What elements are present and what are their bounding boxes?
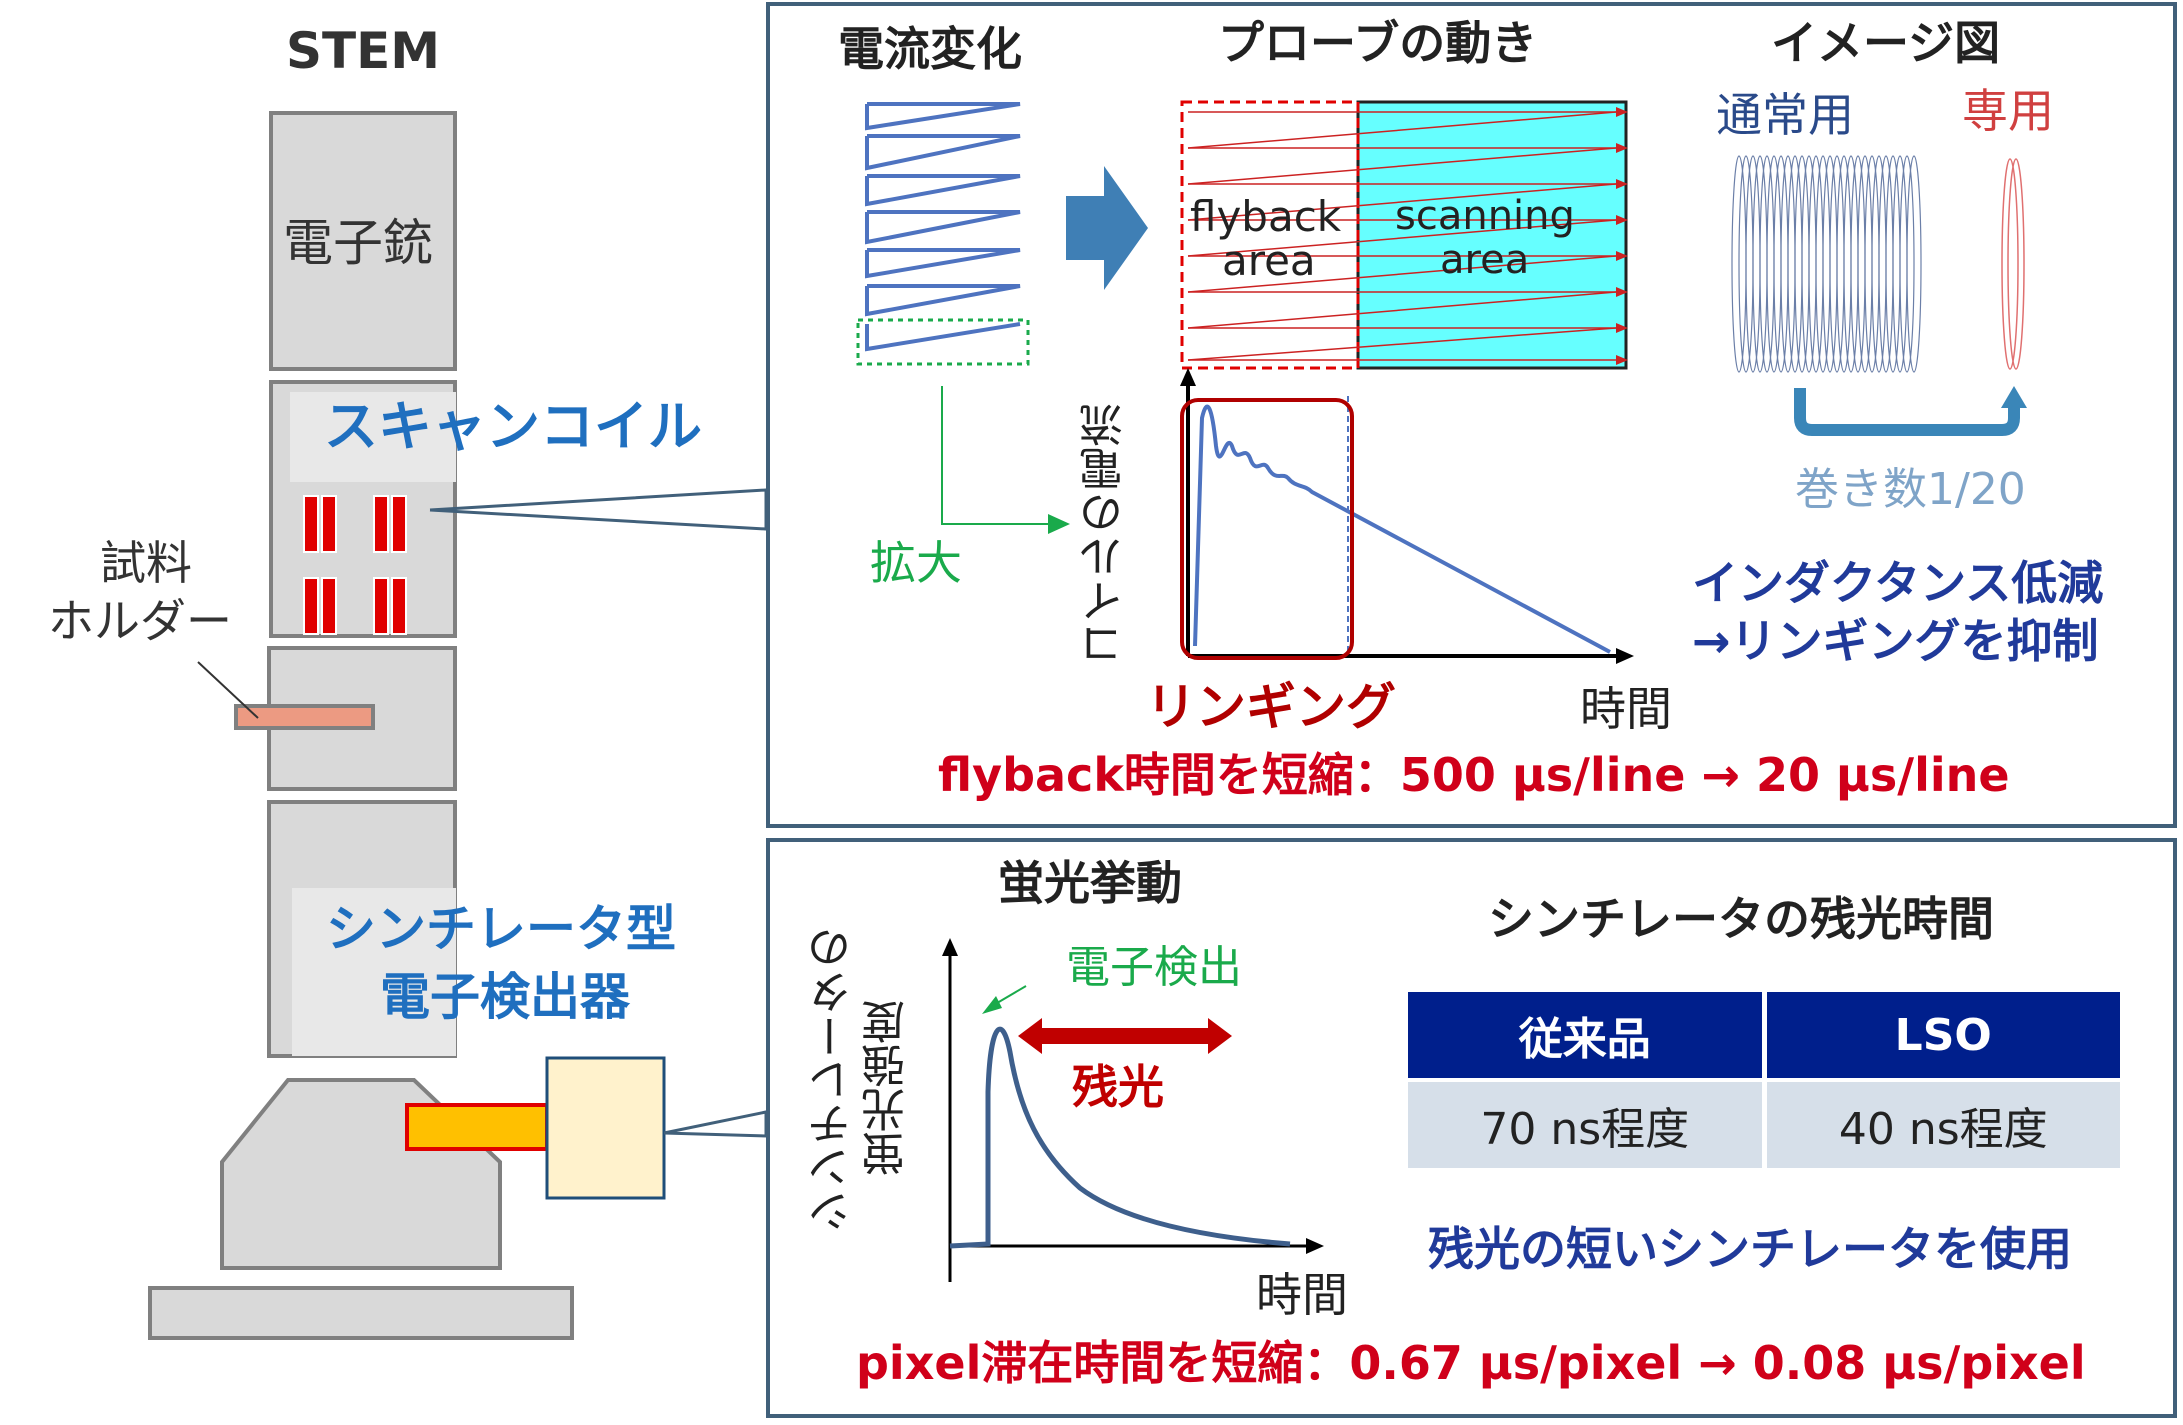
detector-label-2: 電子検出器: [380, 968, 630, 1026]
afterglow-table-title: シンチレータの残光時間: [1488, 892, 1994, 946]
electron-detect-label: 電子検出: [1066, 942, 1242, 993]
probe-motion-title: プローブの動き: [1218, 16, 1538, 70]
top-panel-graphics: [856, 100, 2027, 664]
electron-gun-label: 電子銃: [283, 214, 433, 272]
intensity-axis-label-1: シンチレータの: [808, 926, 859, 1234]
specimen-holder-label-1: 試料: [100, 536, 192, 590]
pixel-summary: pixel滞在時間を短縮：0.67 µs/pixel → 0.08 µs/pix…: [856, 1336, 2086, 1390]
bottom-time-axis-label: 時間: [1256, 1268, 1348, 1322]
turns-label: 巻き数1/20: [1795, 464, 2026, 515]
scan-coil-label-backdrop: [290, 392, 456, 482]
scan-coil-label: スキャンコイル: [324, 395, 702, 458]
ringing-label: リンギング: [1146, 678, 1396, 736]
afterglow-table-header: LSO: [1766, 992, 2120, 1078]
afterglow-table-cell: 70 ns程度: [1408, 1082, 1762, 1168]
time-axis-label: 時間: [1580, 682, 1672, 736]
scanning-area-label-2: area: [1440, 237, 1530, 283]
flyback-area-label-2: area: [1222, 236, 1316, 285]
image-title: イメージ図: [1771, 16, 2001, 70]
scanning-area-label-1: scanning: [1395, 193, 1575, 239]
electron-gun-section: [269, 111, 457, 371]
afterglow-table-header-row: 従来品 LSO: [1408, 992, 2120, 1078]
flyback-summary: flyback時間を短縮：500 µs/line → 20 µs/line: [938, 748, 2010, 802]
stem-base-graphics: [148, 488, 768, 1340]
coil-windings: [303, 495, 407, 635]
afterglow-label: 残光: [1072, 1060, 1164, 1114]
fluorescence-title: 蛍光挙動: [998, 856, 1182, 910]
inductance-note-1: インダクタンス低減: [1692, 556, 2104, 610]
afterglow-table-header: 従来品: [1408, 992, 1762, 1078]
intensity-axis-label-2: 蛍光強度: [862, 1000, 913, 1176]
detector-label-1: シンチレータ型: [326, 900, 676, 958]
afterglow-table-row: 70 ns程度 40 ns程度: [1408, 1082, 2120, 1168]
dedicated-coil-label: 専用: [1962, 84, 2054, 138]
detector-label-backdrop: [292, 888, 456, 1056]
coil-current-axis-label: コイルの電流: [1080, 403, 1131, 667]
fluorescence-graph: [942, 938, 1324, 1282]
current-change-title: 電流変化: [838, 22, 1022, 76]
inductance-note-2: →リンギングを抑制: [1692, 614, 2099, 668]
bottom-panel: [766, 838, 2177, 1418]
normal-coil-label: 通常用: [1716, 88, 1854, 142]
stem-title: STEM: [286, 22, 441, 80]
afterglow-table-cell: 40 ns程度: [1766, 1082, 2120, 1168]
zoom-label: 拡大: [870, 536, 962, 590]
scintillator-note: 残光の短いシンチレータを使用: [1428, 1222, 2072, 1276]
flyback-area-label-1: flyback: [1190, 192, 1342, 241]
specimen-holder-label-2: ホルダー: [48, 594, 232, 648]
top-panel: [766, 2, 2177, 828]
afterglow-table: 従来品 LSO 70 ns程度 40 ns程度: [1403, 988, 2125, 1172]
